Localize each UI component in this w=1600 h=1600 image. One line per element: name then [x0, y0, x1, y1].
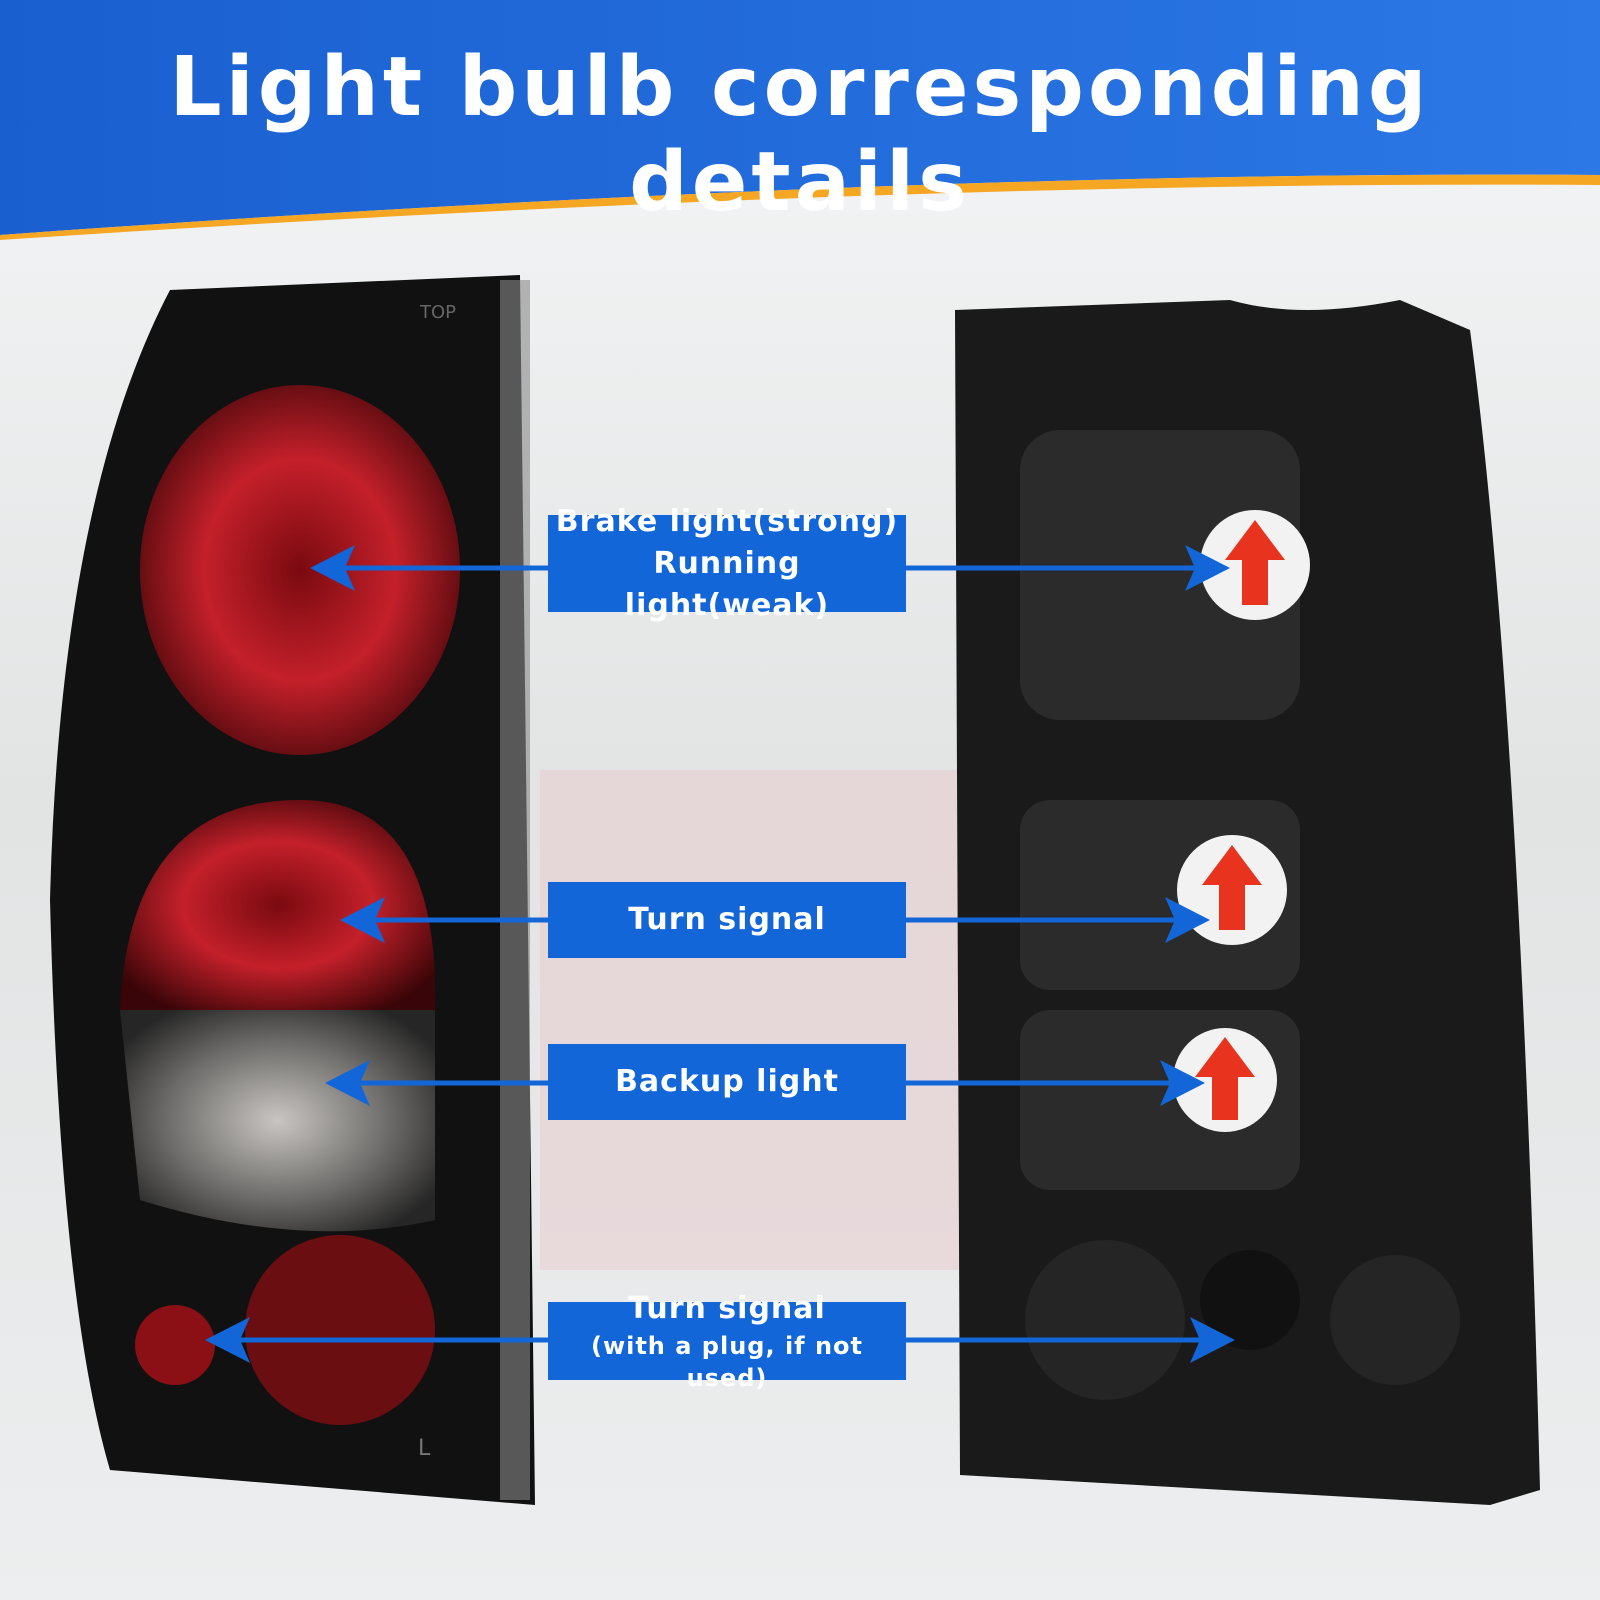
socket-arrow-icon	[1202, 845, 1262, 930]
label-turn-signal-plug: Turn signal (with a plug, if not used)	[548, 1291, 906, 1392]
header-accent-line	[0, 174, 1600, 240]
label-line: Backup light	[615, 1064, 839, 1099]
header-banner	[0, 0, 1600, 235]
label-subline: (with a plug, if not used)	[590, 1332, 864, 1392]
plug-socket	[1200, 1250, 1300, 1350]
side-marking: L	[418, 1436, 431, 1461]
label-line: Turn signal	[628, 902, 826, 937]
pointer-arrows	[205, 545, 1235, 1363]
turn-signal-lens	[120, 800, 436, 1010]
page-title: Light bulb corresponding details	[169, 40, 1431, 230]
socket-arrow-icon	[1195, 1037, 1255, 1120]
turn-signal-plug-lens	[135, 1305, 215, 1385]
top-marking: TOP	[419, 302, 456, 323]
reflector	[245, 1235, 435, 1425]
socket-arrow-icon	[1225, 520, 1285, 605]
left-tail-lamp: TOP L	[50, 275, 535, 1505]
brake-running-lens	[140, 385, 460, 755]
background-truck	[540, 770, 960, 1270]
label-line: Running light(weak)	[624, 545, 830, 623]
backup-lens	[120, 1010, 435, 1232]
label-line: Brake light(strong)	[555, 503, 899, 539]
label-brake-running-light: Brake light(strong) Running light(weak)	[548, 504, 906, 623]
label-turn-signal: Turn signal	[548, 882, 906, 958]
label-line: Turn signal	[628, 1291, 826, 1326]
right-tail-lamp-back	[955, 300, 1540, 1505]
label-backup-light: Backup light	[548, 1044, 906, 1120]
